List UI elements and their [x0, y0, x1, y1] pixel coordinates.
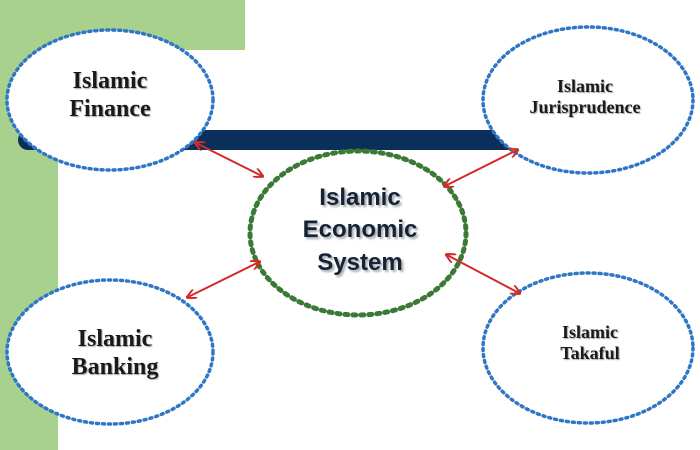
- node-jurisprudence[interactable]: [481, 25, 695, 175]
- arrow-jurisprudence-center: [445, 150, 517, 186]
- arrow-banking-center: [188, 262, 259, 297]
- node-center[interactable]: [247, 148, 469, 318]
- node-finance[interactable]: [5, 28, 215, 172]
- green-background-panel: [0, 0, 245, 450]
- node-banking[interactable]: [5, 278, 215, 426]
- arrow-takaful-center: [447, 255, 519, 293]
- node-takaful[interactable]: [481, 271, 695, 425]
- arrow-finance-center: [196, 143, 262, 176]
